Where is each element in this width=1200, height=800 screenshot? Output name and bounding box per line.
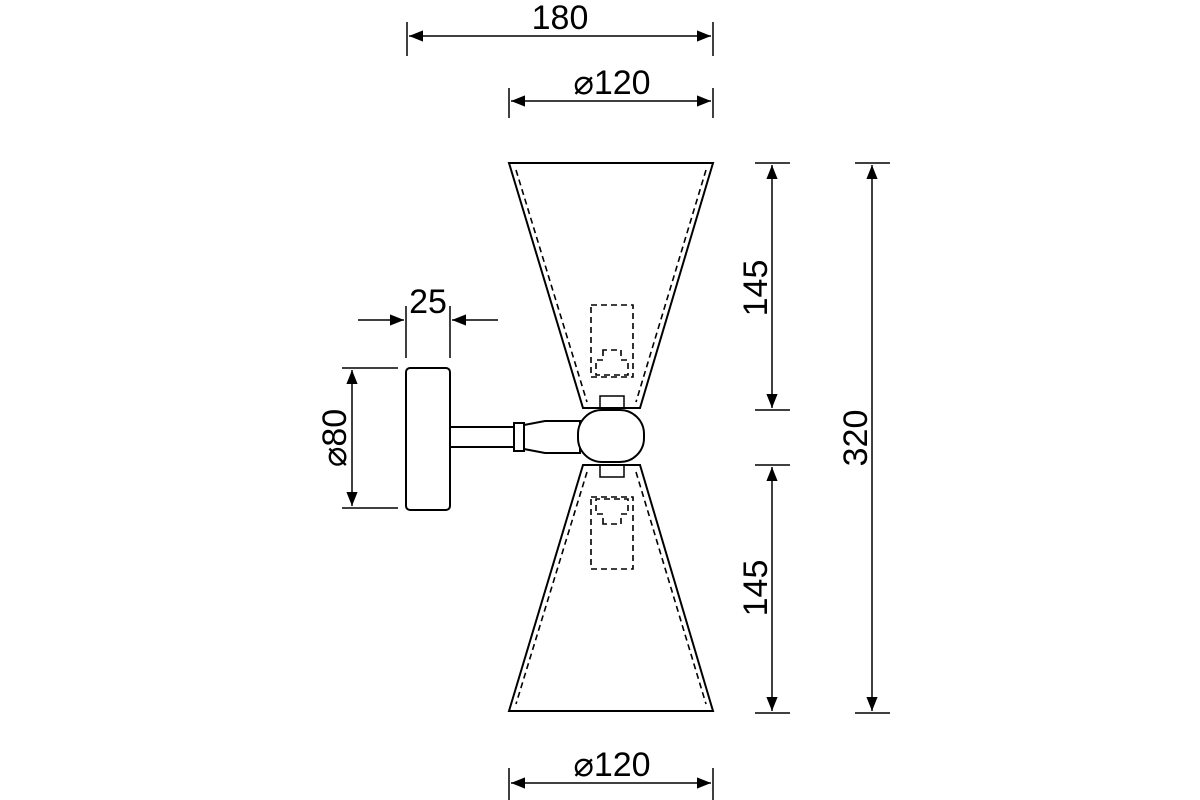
top-diameter-label: ⌀120 [573, 64, 650, 102]
dimension-base-depth: 25 [358, 283, 498, 358]
upper-bulb [590, 304, 634, 409]
overall-width-label: 180 [532, 0, 589, 37]
arm-neck [523, 420, 581, 454]
lamp-outline [405, 162, 715, 712]
central-hub [577, 409, 645, 463]
wall-plate [405, 367, 451, 511]
bottom-diameter-label: ⌀120 [573, 746, 650, 784]
arm-collar [513, 422, 525, 452]
overall-height-label: 320 [837, 410, 875, 467]
upper-shade [507, 162, 715, 409]
base-depth-label: 25 [409, 283, 447, 321]
lower-height-label: 145 [737, 560, 775, 617]
dimension-base-diameter: ⌀80 [316, 367, 398, 509]
dimension-top-diameter: ⌀120 [508, 64, 714, 118]
dimension-overall-height: 320 [837, 162, 890, 714]
dimension-overall-width: 180 [406, 0, 714, 56]
base-diameter-label: ⌀80 [316, 409, 354, 467]
dimension-bottom-diameter: ⌀120 [508, 746, 714, 800]
lower-bulb [590, 464, 634, 570]
dimension-lower-height: 145 [737, 464, 790, 714]
arm-tube [449, 426, 515, 448]
lower-shade-inner [515, 471, 707, 705]
dimension-upper-height: 145 [737, 162, 790, 411]
lower-shade [507, 464, 715, 712]
upper-shade-inner [515, 169, 707, 403]
upper-height-label: 145 [737, 260, 775, 317]
